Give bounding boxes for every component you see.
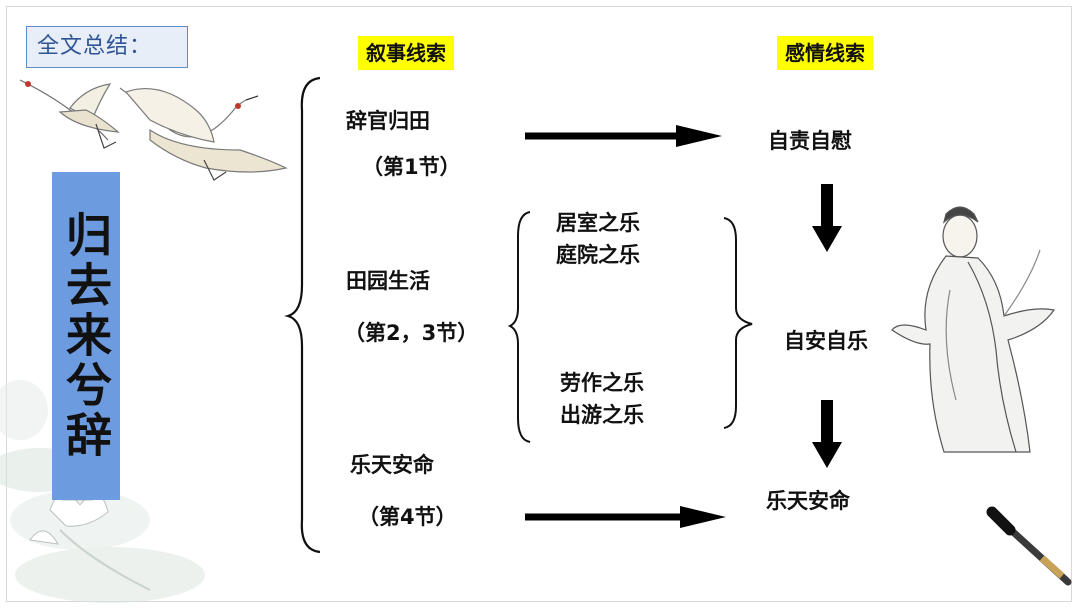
narrative-clue-badge: 叙事线索	[358, 36, 454, 70]
narrative-item-3-section: （第4节）	[358, 505, 457, 529]
arrow-down-2	[812, 400, 842, 468]
joys-right-brace	[723, 217, 753, 429]
arrow-resign-to-selfblame	[525, 125, 722, 147]
narrative-item-1-title: 辞官归田	[346, 109, 430, 133]
arrow-down-1	[812, 184, 842, 252]
arrow-content-to-content	[525, 506, 726, 528]
narrative-item-2-title: 田园生活	[346, 269, 430, 293]
slide-frame	[6, 6, 1072, 602]
joy-outing: 出游之乐	[560, 403, 644, 427]
narrative-item-3-title: 乐天安命	[350, 453, 434, 477]
vertical-title-text: 归去来兮辞	[59, 211, 113, 461]
emotion-item-1: 自责自慰	[768, 129, 852, 153]
joy-courtyard: 庭院之乐	[556, 243, 640, 267]
narrative-item-1-section: （第1节）	[362, 155, 461, 179]
main-brace	[284, 76, 321, 554]
narrative-item-2-section: （第2，3节）	[344, 321, 479, 345]
emotion-item-3: 乐天安命	[766, 489, 850, 513]
vertical-title: 归去来兮辞	[52, 172, 120, 500]
emotion-clue-badge: 感情线索	[777, 36, 873, 70]
joy-labor: 劳作之乐	[560, 371, 644, 395]
joy-dwelling: 居室之乐	[556, 211, 640, 235]
summary-label: 全文总结：	[26, 26, 188, 68]
emotion-item-2: 自安自乐	[784, 329, 868, 353]
joys-left-brace	[507, 211, 531, 443]
